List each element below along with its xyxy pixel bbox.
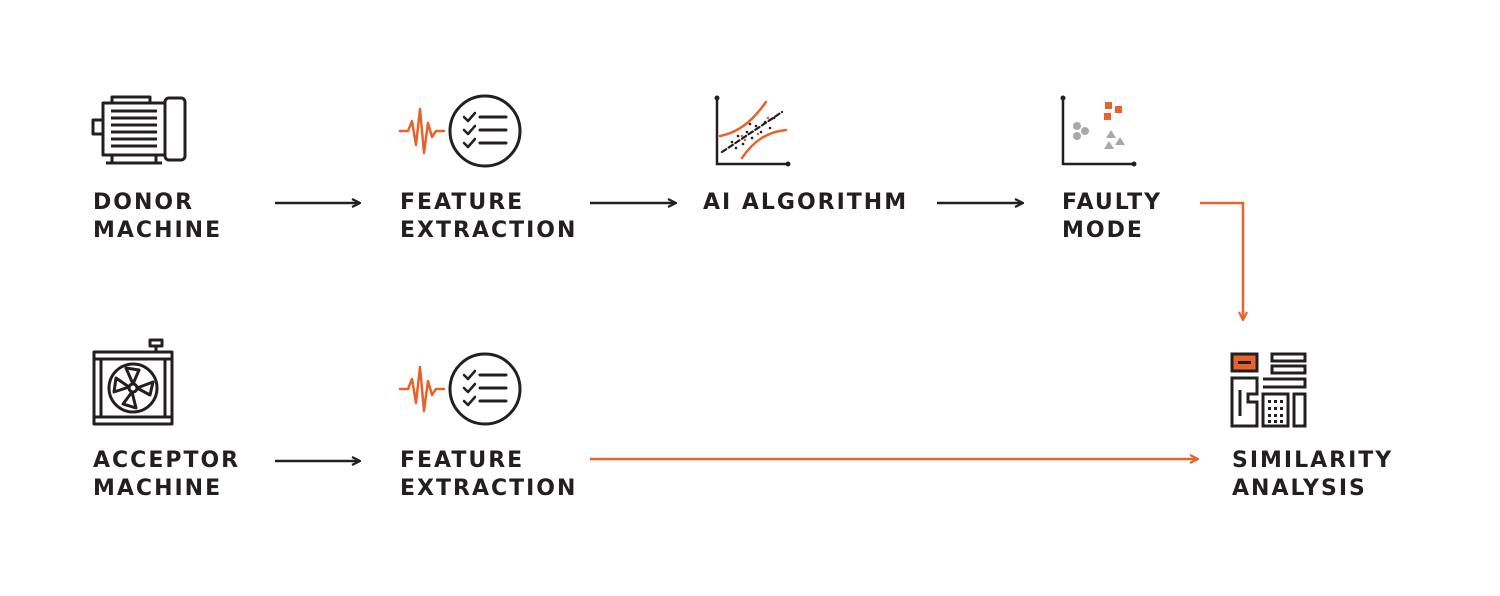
ai-algorithm-label: AI ALGORITHM: [703, 189, 908, 217]
ai-algorithm-line1: AI ALGORITHM: [703, 190, 909, 215]
feature-extraction-top-line2: EXTRACTION: [400, 218, 578, 243]
radiator-fan-icon: [90, 336, 176, 428]
acceptor-machine-line2: MACHINE: [93, 476, 223, 501]
faulty-mode-label: FAULTY MODE: [1062, 189, 1162, 245]
electric-motor-icon: [90, 95, 190, 167]
donor-machine-line2: MACHINE: [93, 218, 223, 243]
feature-extraction-top-label: FEATURE EXTRACTION: [400, 189, 577, 245]
acceptor-machine-line1: ACCEPTOR: [93, 448, 241, 473]
similarity-analysis-label: SIMILARITY ANALYSIS: [1232, 447, 1393, 503]
feature-extraction-bottom-label: FEATURE EXTRACTION: [400, 447, 577, 503]
acceptor-machine-label: ACCEPTOR MACHINE: [93, 447, 240, 503]
faulty-mode-line2: MODE: [1062, 218, 1144, 243]
donor-machine-line1: DONOR: [93, 190, 195, 215]
arrow-faulty-to-similarity: [1200, 201, 1243, 320]
signal-checklist-icon: [398, 351, 526, 429]
donor-machine-label: DONOR MACHINE: [93, 189, 222, 245]
regression-scatter-icon: [712, 94, 792, 168]
similarity-analysis-line1: SIMILARITY: [1232, 448, 1394, 473]
feature-extraction-bottom-line2: EXTRACTION: [400, 476, 578, 501]
similarity-analysis-line2: ANALYSIS: [1232, 476, 1367, 501]
dashboard-layout-icon: [1228, 350, 1310, 430]
faulty-mode-line1: FAULTY: [1062, 190, 1163, 215]
feature-extraction-top-line1: FEATURE: [400, 190, 525, 215]
signal-checklist-icon: [398, 93, 526, 171]
feature-extraction-bottom-line1: FEATURE: [400, 448, 525, 473]
cluster-scatter-icon: [1058, 94, 1138, 168]
